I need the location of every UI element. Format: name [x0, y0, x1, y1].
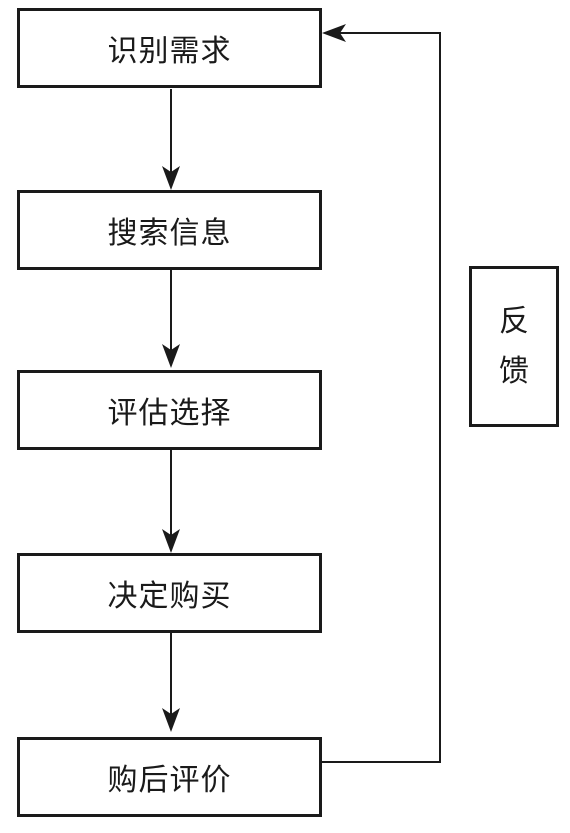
- arrow-3-to-4: [162, 450, 180, 553]
- arrow-2-to-3: [162, 270, 180, 368]
- step-box-search-info: 搜索信息: [17, 190, 322, 270]
- step-label: 评估选择: [107, 396, 232, 431]
- step-label: 搜索信息: [107, 216, 232, 251]
- feedback-char: 反: [499, 303, 529, 339]
- arrow-4-to-5: [162, 633, 180, 732]
- step-label: 购后评价: [107, 763, 232, 798]
- step-label: 决定购买: [107, 579, 232, 614]
- step-label: 识别需求: [107, 34, 232, 69]
- step-box-post-purchase: 购后评价: [17, 737, 322, 817]
- arrow-1-to-2: [162, 89, 180, 190]
- feedback-char: 馈: [499, 353, 529, 389]
- step-box-identify-need: 识别需求: [17, 8, 322, 88]
- feedback-loop-arrow: [322, 24, 441, 763]
- step-box-evaluate: 评估选择: [17, 370, 322, 450]
- feedback-box: 反 馈: [469, 266, 559, 427]
- step-box-purchase: 决定购买: [17, 553, 322, 633]
